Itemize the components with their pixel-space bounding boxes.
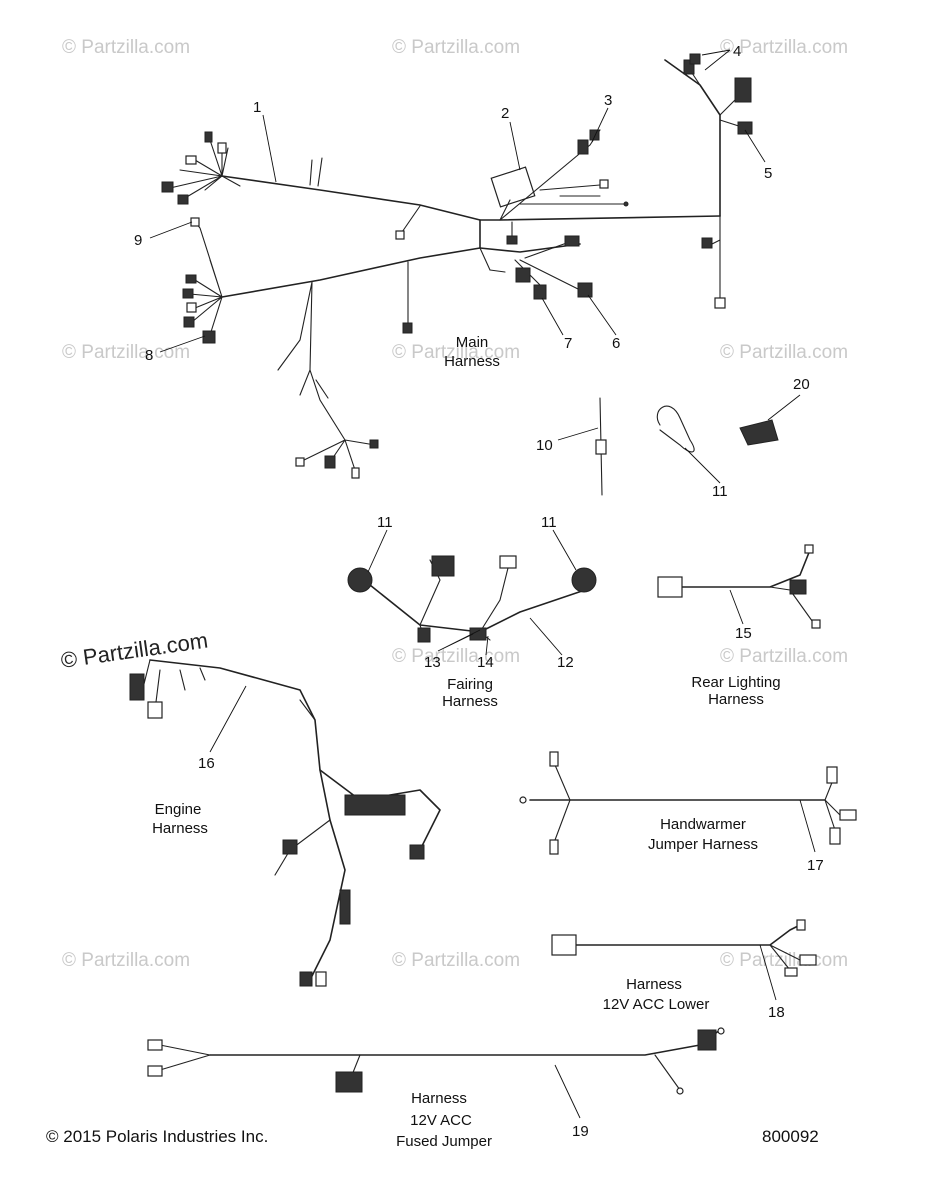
watermark: © Partzilla.com bbox=[392, 646, 520, 667]
callout-11-band: 11 bbox=[712, 483, 728, 500]
main-harness-label-line2: Harness bbox=[444, 353, 500, 370]
callout-8: 8 bbox=[145, 347, 153, 364]
callout-16: 16 bbox=[198, 755, 215, 772]
watermark: © Partzilla.com bbox=[62, 950, 190, 971]
callout-9: 9 bbox=[134, 232, 142, 249]
watermark: © Partzilla.com bbox=[62, 37, 190, 58]
callout-1: 1 bbox=[253, 99, 261, 116]
copyright-notice: © 2015 Polaris Industries Inc. bbox=[46, 1127, 269, 1146]
acc-fused-jumper-harness bbox=[147, 1027, 725, 1095]
callout-6: 6 bbox=[612, 335, 620, 352]
callout-2: 2 bbox=[501, 105, 509, 122]
acc-fused-label-line1: Harness bbox=[411, 1090, 467, 1107]
callout-15: 15 bbox=[735, 625, 752, 642]
acc-lower-label-line2: 12V ACC Lower bbox=[603, 996, 710, 1013]
rear-lighting-harness bbox=[657, 544, 821, 629]
callout-leaders bbox=[149, 49, 816, 1119]
watermark: © Partzilla.com bbox=[392, 950, 520, 971]
fairing-harness-label-line1: Fairing bbox=[447, 676, 493, 693]
callout-7: 7 bbox=[564, 335, 572, 352]
handwarmer-jumper-harness bbox=[519, 751, 857, 855]
watermark: © Partzilla.com bbox=[392, 37, 520, 58]
acc-lower-harness bbox=[551, 919, 817, 977]
main-harness-label-line1: Main bbox=[456, 334, 489, 351]
rear-lighting-label-line2: Harness bbox=[708, 691, 764, 708]
handwarmer-label-line1: Handwarmer bbox=[660, 816, 746, 833]
callout-4: 4 bbox=[733, 43, 741, 60]
group-labels: Main Harness Fairing Harness Rear Lighti… bbox=[152, 334, 781, 1150]
callout-11-left: 11 bbox=[377, 514, 393, 531]
callout-20: 20 bbox=[793, 376, 810, 393]
handwarmer-label-line2: Jumper Harness bbox=[648, 836, 758, 853]
callout-18: 18 bbox=[768, 1004, 785, 1021]
diagram-part-number: 800092 bbox=[762, 1127, 819, 1146]
callout-3: 3 bbox=[604, 92, 612, 109]
rear-lighting-label-line1: Rear Lighting bbox=[691, 674, 780, 691]
callout-10: 10 bbox=[536, 437, 553, 454]
engine-harness-label-line2: Harness bbox=[152, 820, 208, 837]
callout-11-right: 11 bbox=[541, 514, 557, 531]
acc-fused-label-line3: Fused Jumper bbox=[396, 1133, 492, 1150]
acc-lower-label-line1: Harness bbox=[626, 976, 682, 993]
watermark-dark: © Partzilla.com bbox=[59, 628, 209, 673]
watermark: © Partzilla.com bbox=[720, 646, 848, 667]
fairing-harness bbox=[347, 555, 597, 643]
acc-fused-label-line2: 12V ACC bbox=[410, 1112, 472, 1129]
loose-parts bbox=[595, 397, 779, 496]
fairing-harness-label-line2: Harness bbox=[442, 693, 498, 710]
main-harness bbox=[161, 53, 753, 479]
engine-harness-label-line1: Engine bbox=[155, 801, 202, 818]
watermark: © Partzilla.com bbox=[720, 950, 848, 971]
callout-numbers: 1 2 3 4 5 6 7 8 9 10 11 11 11 12 13 14 1… bbox=[134, 43, 824, 1140]
engine-harness bbox=[129, 659, 441, 987]
callout-17: 17 bbox=[807, 857, 824, 874]
callout-14: 14 bbox=[477, 654, 494, 671]
callout-5: 5 bbox=[764, 165, 772, 182]
watermark: © Partzilla.com bbox=[720, 37, 848, 58]
callout-12: 12 bbox=[557, 654, 574, 671]
watermark: © Partzilla.com bbox=[720, 342, 848, 363]
callout-13: 13 bbox=[424, 654, 441, 671]
watermark: © Partzilla.com bbox=[392, 342, 520, 363]
callout-19: 19 bbox=[572, 1123, 589, 1140]
watermark: © Partzilla.com bbox=[62, 342, 190, 363]
